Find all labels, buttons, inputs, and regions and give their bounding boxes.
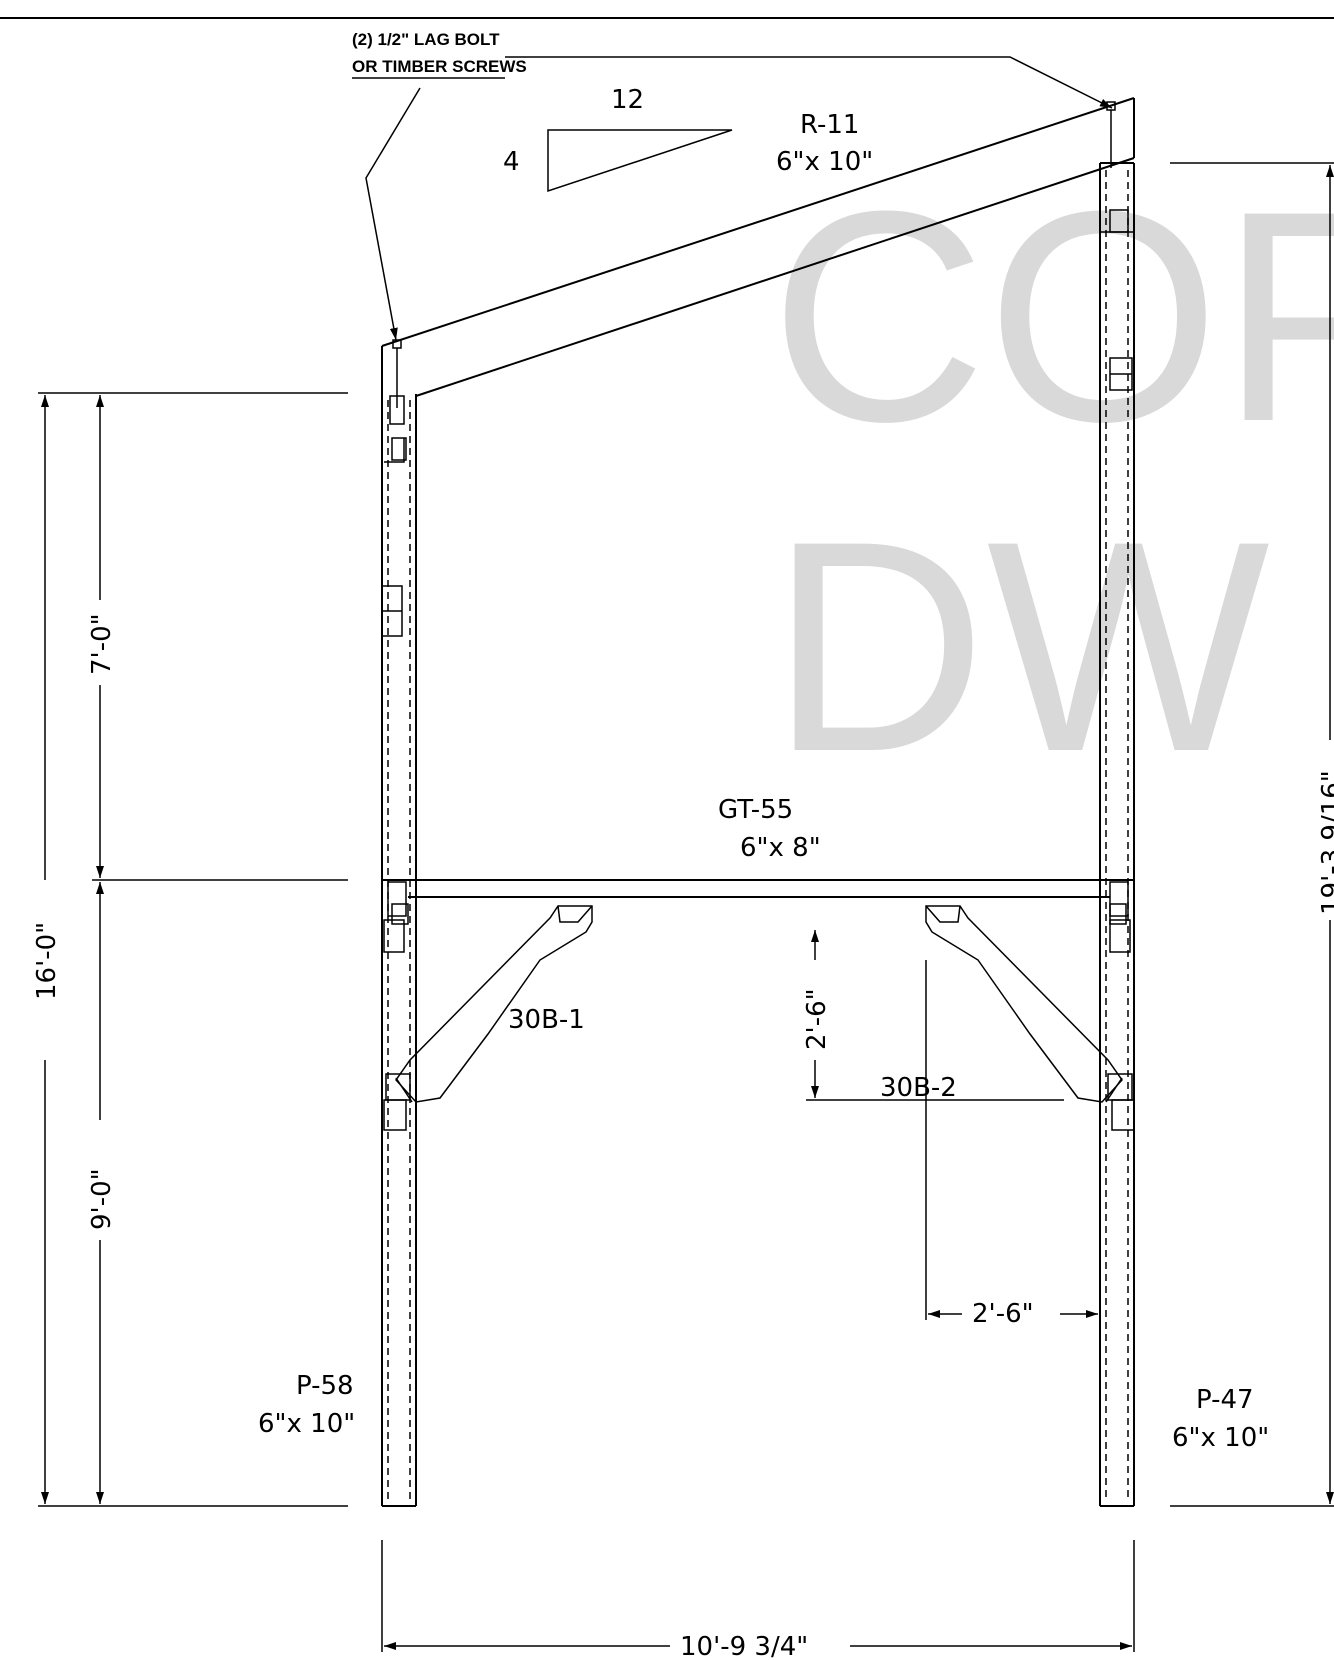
brace-run-label: 2'-6" — [972, 1299, 1034, 1329]
upper-height-label: 7'-0" — [87, 613, 117, 675]
brace-drop-dimension — [806, 930, 1064, 1101]
left-post — [381, 346, 417, 1507]
brace-right-label: 30B-2 — [880, 1073, 957, 1103]
total-height-left-label: 16'-0" — [32, 922, 62, 1000]
girt-id-label: GT-55 — [718, 795, 793, 825]
post-right-size-label: 6"x 10" — [1172, 1423, 1269, 1453]
rafter-size-label: 6"x 10" — [776, 147, 873, 177]
pitch-triangle — [547, 129, 733, 193]
lag-bolt-note-line-2: OR TIMBER SCREWS — [352, 57, 527, 76]
lag-bolt-left — [392, 339, 402, 408]
right-height-label: 19'-3 9/16" — [1317, 770, 1334, 915]
lag-bolt-right — [1106, 101, 1116, 168]
watermark-line-2: DW I — [770, 478, 1334, 814]
post-left-size-label: 6"x 10" — [258, 1409, 355, 1439]
rafter — [381, 97, 1135, 397]
brace-left-label: 30B-1 — [508, 1005, 585, 1035]
post-right-id-label: P-47 — [1196, 1385, 1254, 1415]
width-label: 10'-9 3/4" — [680, 1632, 808, 1660]
watermark-line-1: COP — [770, 148, 1334, 484]
brace-drop-label: 2'-6" — [802, 988, 832, 1050]
rafter-id-label: R-11 — [800, 110, 859, 140]
brace-left — [383, 905, 593, 1131]
brace-run-dimension — [925, 960, 1098, 1320]
girt — [382, 879, 1134, 953]
pitch-rise-label: 4 — [503, 147, 520, 177]
girt-size-label: 6"x 8" — [740, 833, 821, 863]
right-dimension-lines — [1170, 162, 1334, 1507]
right-post — [1099, 162, 1135, 1507]
post-left-id-label: P-58 — [296, 1371, 354, 1401]
lag-bolt-leader-right — [505, 56, 1113, 109]
width-dimension — [381, 1540, 1135, 1652]
lower-height-label: 9'-0" — [87, 1168, 117, 1230]
pitch-run-label: 12 — [611, 85, 644, 115]
lag-bolt-note-line-1: (2) 1/2" LAG BOLT — [352, 30, 500, 49]
lag-bolt-leader-left — [365, 87, 421, 341]
left-dimension-lines — [38, 392, 348, 1507]
brace-right — [925, 905, 1135, 1131]
